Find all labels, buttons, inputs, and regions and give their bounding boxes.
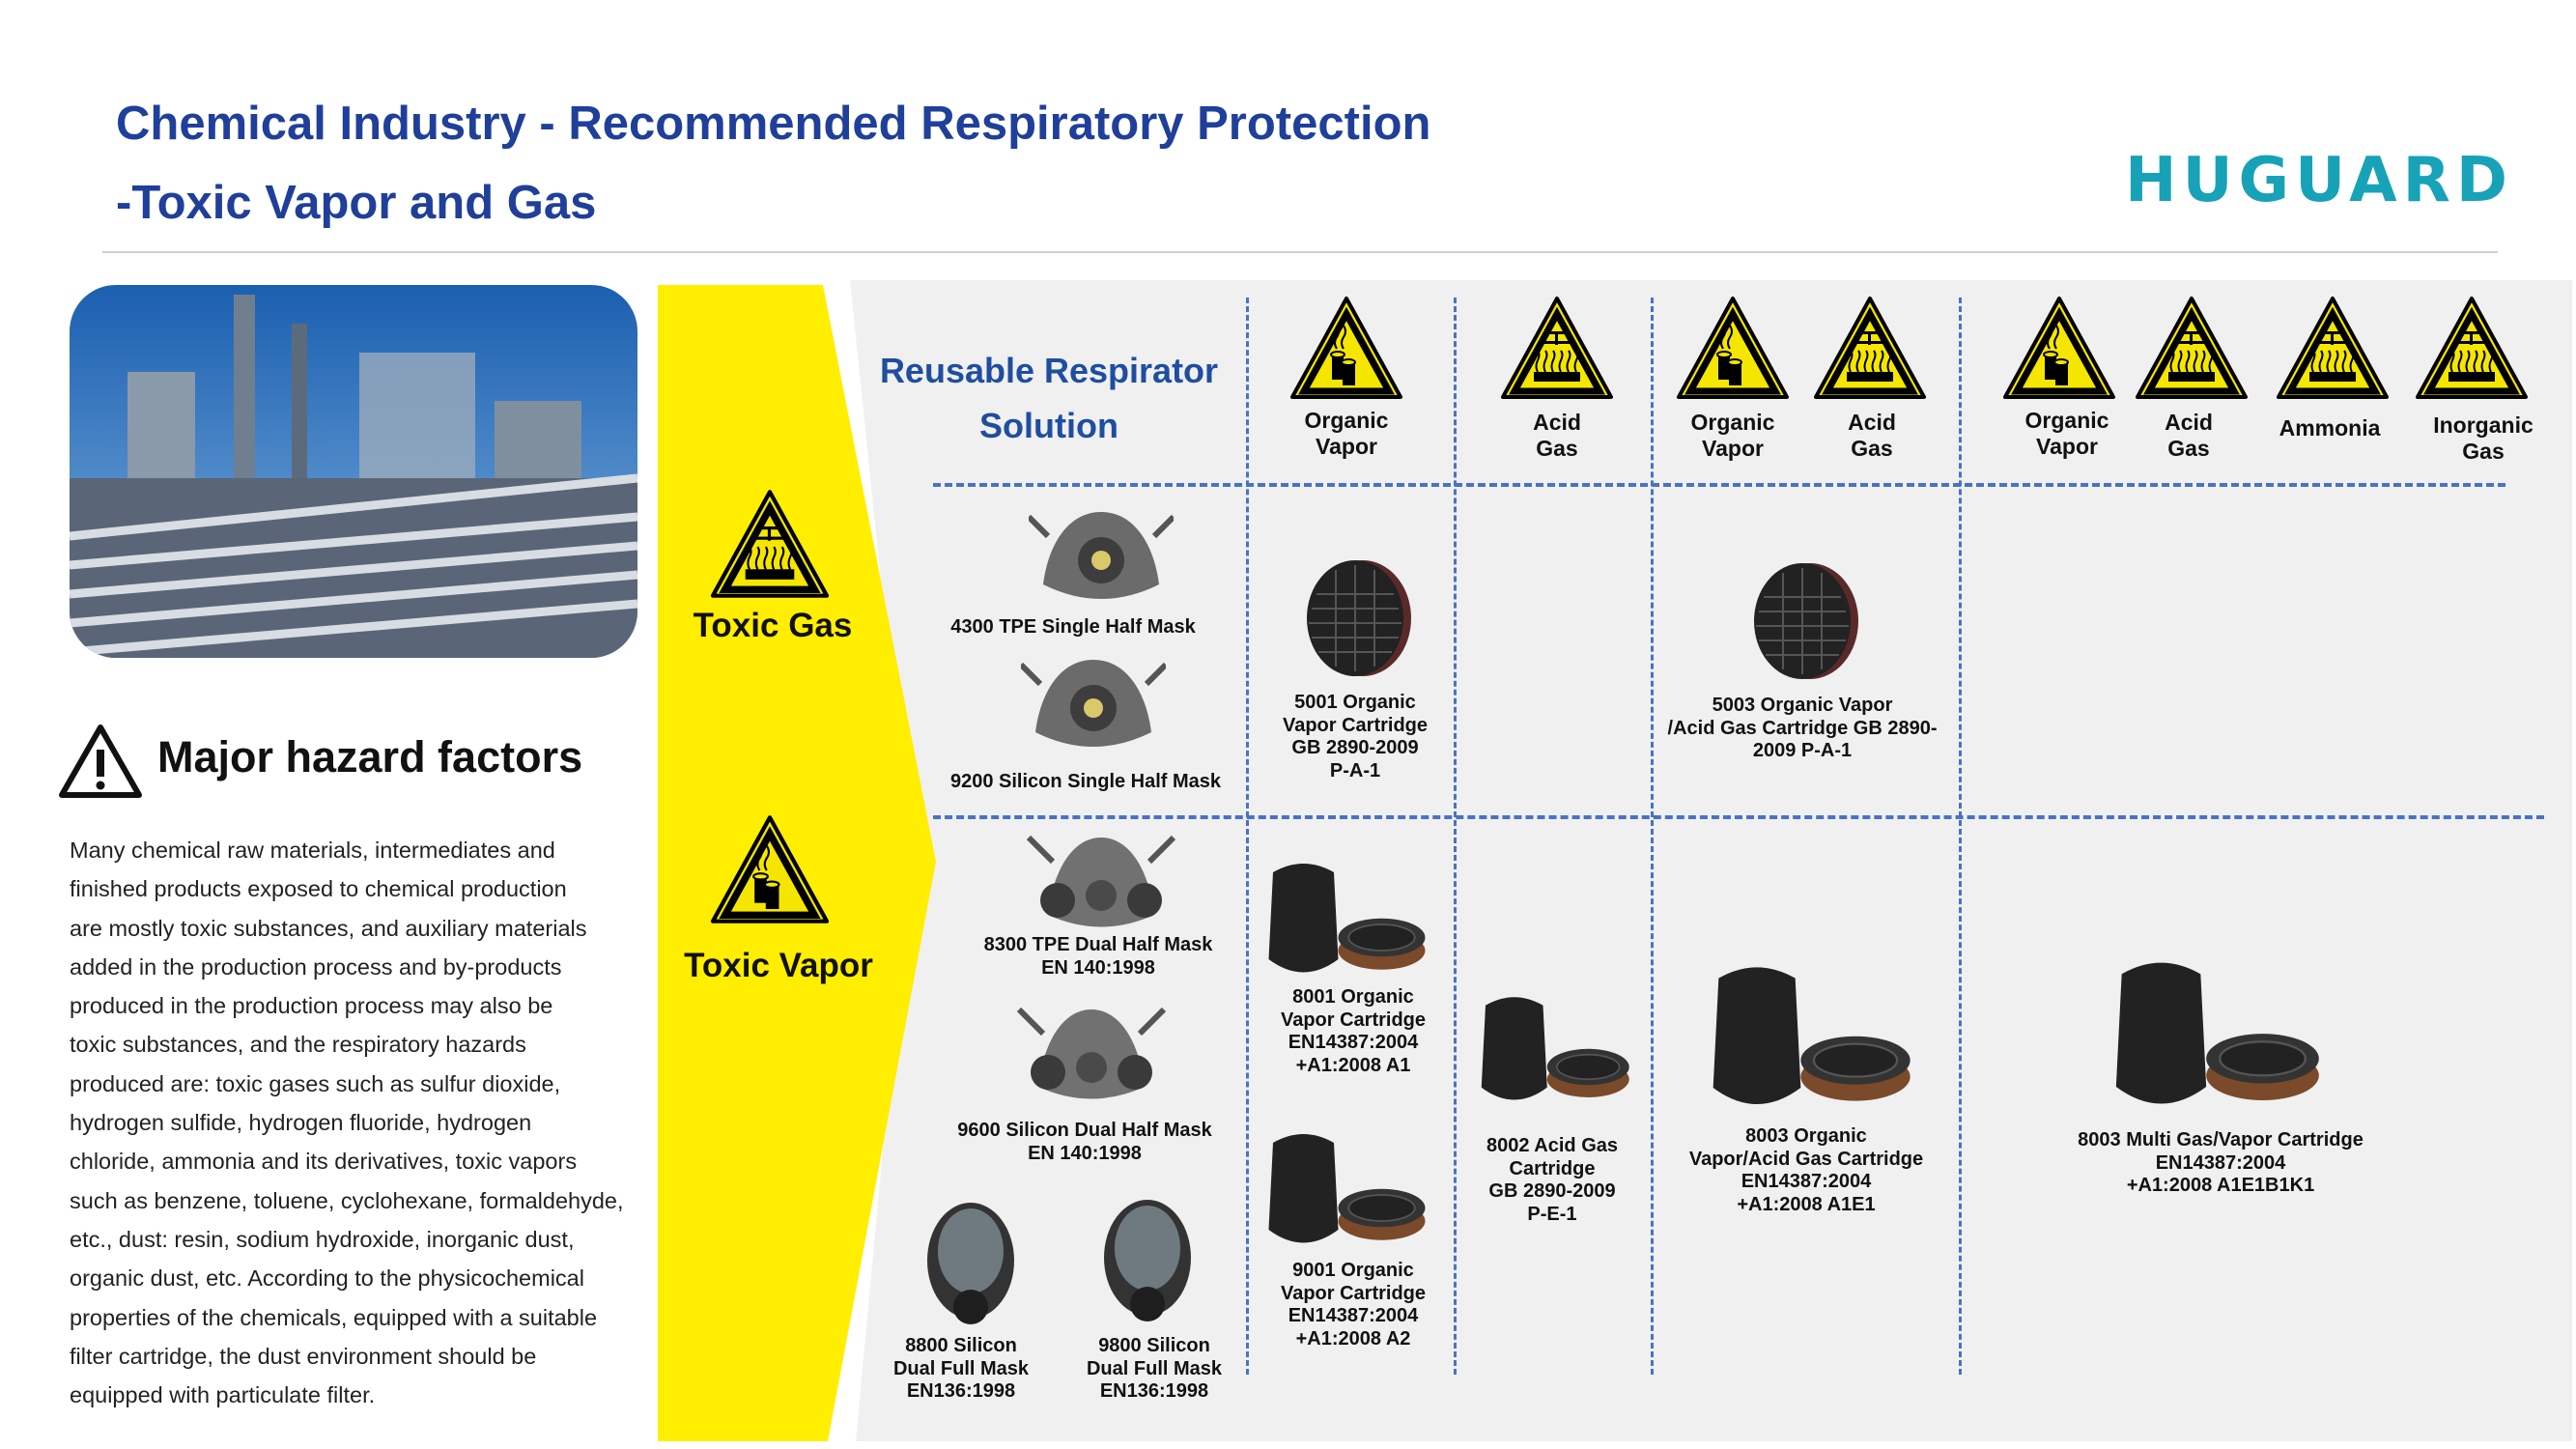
cartridge-8003-multi-image: [2096, 952, 2328, 1121]
column-divider: [1454, 298, 1457, 1375]
text-line: hydrogen sulfide, hydrogen fluoride, hyd…: [70, 1110, 532, 1136]
mask-4300-image: [1029, 507, 1174, 613]
text-line: chloride, ammonia and its derivatives, t…: [70, 1149, 578, 1175]
text-line: are mostly toxic substances, and auxilia…: [70, 915, 587, 941]
mask-8300-image: [1024, 833, 1178, 939]
text-line: such as benzene, toluene, cyclohexane, f…: [70, 1187, 624, 1213]
acid-gas-icon: [1499, 295, 1615, 403]
column-divider: [1651, 298, 1654, 1375]
solution-line1: Reusable Respirator: [879, 351, 1219, 390]
cartridge-8003-image: [1695, 956, 1917, 1121]
warning-icon: [59, 724, 142, 798]
text-line: added in the production process and by-p…: [70, 953, 562, 980]
toxic-vapor-icon: [708, 813, 832, 927]
text-line: filter cartridge, the dust environment s…: [70, 1343, 537, 1369]
text-line: Many chemical raw materials, intermediat…: [70, 838, 555, 863]
cartridge-5003-image: [1744, 558, 1860, 684]
column-divider: [1959, 298, 1962, 1375]
text-line: produced are: toxic gases such as sulfur…: [70, 1070, 561, 1096]
column-divider: [1246, 298, 1249, 1375]
cartridge-5001-image: [1297, 555, 1413, 681]
inorganic-gas-icon: [2414, 295, 2530, 403]
toxic-gas-icon: [708, 488, 832, 602]
row-divider: [933, 483, 2505, 487]
mask-8800-image: [918, 1193, 1024, 1338]
cartridge-8001-image: [1256, 855, 1430, 985]
organic-vapor-icon: [2001, 295, 2117, 403]
solution-line2: Solution: [979, 406, 1118, 445]
acid-gas-icon: [2134, 295, 2250, 403]
mask-9200-image: [1021, 655, 1166, 761]
column-label: Ammonia: [2279, 415, 2381, 440]
chemical-plant-photo: [70, 285, 637, 658]
text-line: produced in the production process may a…: [70, 993, 553, 1019]
title-divider: [102, 251, 2498, 253]
toxic-vapor-label: Toxic Vapor: [684, 947, 873, 984]
mask-label: 9200 Silicon Single Half Mask: [949, 771, 1222, 792]
cartridge-9001-image: [1256, 1125, 1430, 1256]
hazard-description: Many chemical raw materials, intermediat…: [70, 831, 649, 1414]
cartridge-8002-image: [1469, 985, 1633, 1116]
text-line: properties of the chemicals, equipped wi…: [70, 1304, 598, 1330]
acid-gas-icon: [1812, 295, 1928, 403]
hazard-factors-heading: Major hazard factors: [157, 732, 583, 781]
text-line: organic dust, etc. According to the phys…: [70, 1265, 584, 1292]
page-subtitle: -Toxic Vapor and Gas: [116, 177, 597, 229]
cartridge-label: 5003 Organic Vapor/Acid Gas Cartridge GB…: [1667, 695, 1938, 761]
text-line: etc., dust: resin, sodium hydroxide, ino…: [70, 1226, 575, 1252]
page-title: Chemical Industry - Recommended Respirat…: [116, 98, 1431, 150]
huguard-logo: HUGUARD: [2125, 145, 2513, 216]
mask-label: 4300 TPE Single Half Mask: [950, 616, 1196, 638]
text-line: equipped with particulate filter.: [70, 1382, 376, 1408]
mask-9600-image: [1014, 1005, 1169, 1111]
organic-vapor-icon: [1675, 295, 1791, 403]
solution-heading: Reusable Respirator Solution: [880, 343, 1218, 453]
mask-9800-image: [1094, 1190, 1201, 1335]
ammonia-icon: [2275, 295, 2391, 403]
toxic-gas-label: Toxic Gas: [693, 607, 853, 644]
organic-vapor-icon: [1288, 295, 1404, 403]
text-line: finished products exposed to chemical pr…: [70, 876, 567, 902]
text-line: toxic substances, and the respiratory ha…: [70, 1032, 526, 1058]
row-divider: [933, 815, 2544, 819]
